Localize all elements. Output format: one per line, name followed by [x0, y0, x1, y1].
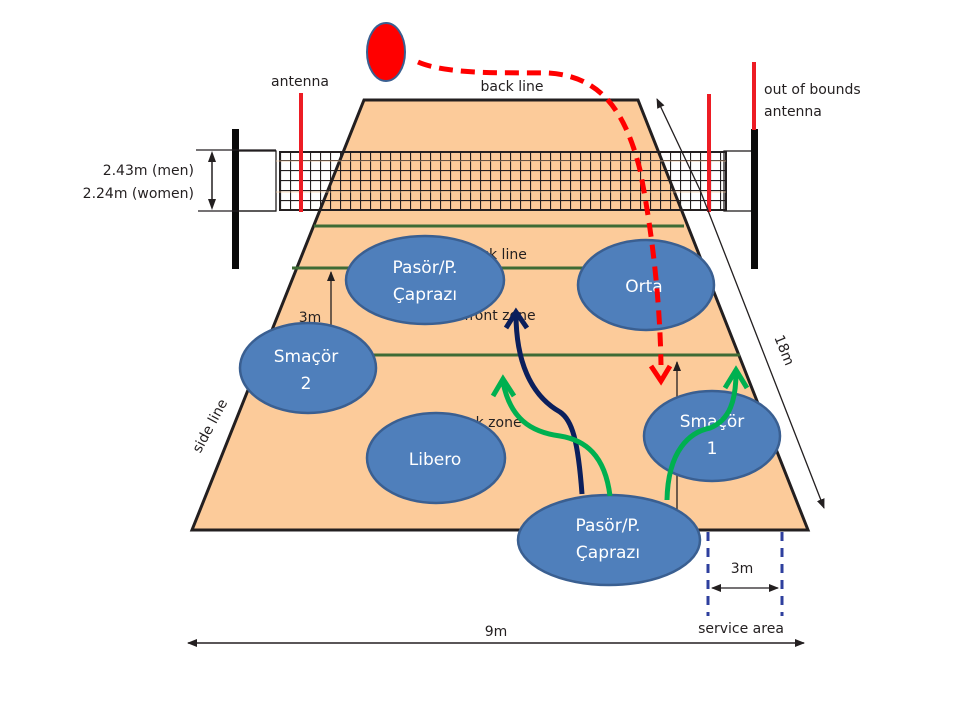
hitter-2-movement-arrowhead: [490, 374, 517, 398]
player-label-line1: Pasör/P.: [393, 258, 458, 278]
post-left: [232, 129, 239, 269]
player-label-line2: Çaprazı: [393, 285, 457, 305]
player-hitter-1[interactable]: Smaçör 1: [642, 389, 782, 483]
out-of-bounds-label-2: antenna: [764, 104, 822, 120]
length-dimension-arrow-lower: [699, 189, 825, 509]
length-dimension-arrow: [656, 98, 701, 191]
net-height-marker: [196, 149, 276, 212]
hitter-2-movement-path: [500, 381, 613, 497]
post-right: [751, 129, 758, 269]
out-of-bounds-label-1: out of bounds: [764, 82, 861, 98]
setter-movement-arrowhead: [503, 307, 530, 330]
player-label-line1: Smaçör: [680, 412, 745, 432]
player-label-line1: Libero: [409, 450, 461, 470]
player-label-line2: Çaprazı: [576, 543, 640, 563]
hitter-1-movement-arrowhead: [722, 365, 750, 390]
player-label-line2: 2: [301, 374, 312, 394]
service-area: [706, 532, 784, 616]
net-height-men-label: 2.43m (men): [103, 163, 194, 179]
player-libero[interactable]: Libero: [365, 411, 507, 505]
ball-trajectory: [417, 59, 664, 366]
player-label-line1: Orta: [625, 277, 662, 297]
service-width-label: 3m: [731, 561, 754, 577]
player-middle[interactable]: Orta: [576, 238, 716, 332]
ball[interactable]: [366, 22, 406, 82]
player-setter-front[interactable]: Pasör/P. Çaprazı: [344, 234, 506, 326]
player-label-line2: 1: [707, 439, 718, 459]
player-hitter-2[interactable]: Smaçör 2: [238, 321, 378, 415]
antenna-label: antenna: [271, 74, 329, 90]
net-height-women-label: 2.24m (women): [83, 186, 194, 202]
setter-movement-path: [513, 313, 585, 495]
width-label: 9m: [485, 624, 508, 640]
net: [237, 150, 755, 212]
length-label: 18m: [770, 333, 797, 368]
hitter-1-movement-path: [664, 371, 739, 501]
service-area-label: service area: [698, 621, 784, 637]
ball-trajectory-arrowhead: [648, 364, 673, 386]
player-setter-back[interactable]: Pasör/P. Çaprazı: [516, 493, 702, 587]
player-label-line1: Pasör/P.: [576, 516, 641, 536]
back-line-label: back line: [481, 79, 544, 95]
player-label-line1: Smaçör: [274, 347, 339, 367]
